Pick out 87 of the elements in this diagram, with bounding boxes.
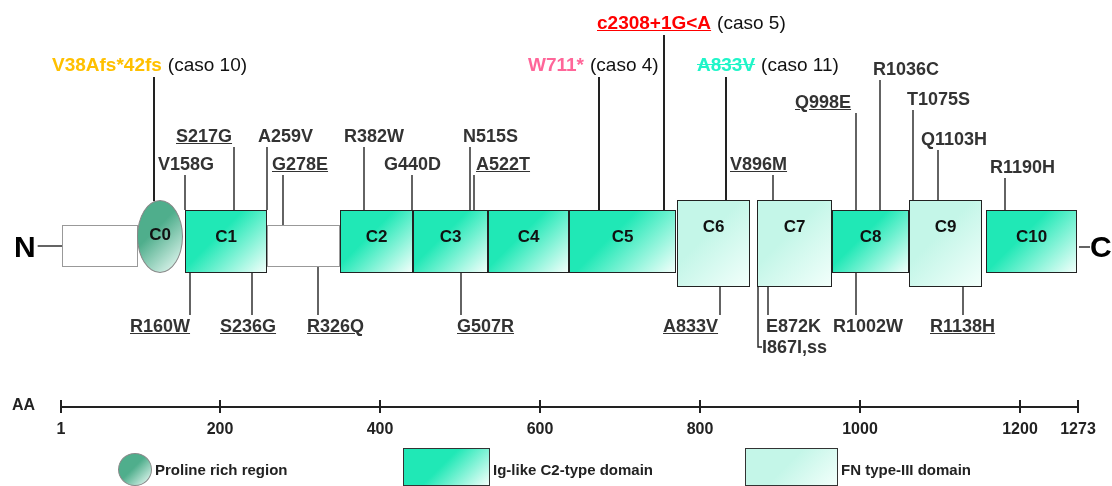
protein-backbone-bar (267, 225, 340, 267)
mutation-label: A833V (663, 316, 719, 336)
leader-line (363, 146, 365, 211)
mutation-label: R326Q (307, 316, 365, 336)
ig-domain-box: C10 (986, 210, 1077, 273)
leader-line (725, 76, 727, 201)
mutation-label: R382W (344, 126, 405, 146)
case-label: (caso 4) (590, 54, 659, 76)
tick-label: 800 (686, 420, 714, 438)
leader-line (962, 286, 964, 316)
mutation-label: R1036C (873, 59, 940, 79)
mutation-label: R1190H (990, 157, 1056, 177)
leader-line (189, 272, 191, 316)
leader-line (719, 286, 721, 316)
mutation-label: R160W (130, 316, 191, 336)
mutation-label: V896M (730, 154, 788, 174)
tick-label: 400 (366, 420, 394, 438)
ig-domain-box: C8 (832, 210, 909, 273)
mutation-label: V158G (158, 154, 215, 174)
mutation-label: E872K (766, 316, 822, 336)
mutation-label: c2308+1G<A (597, 12, 712, 34)
terminus-label: N (14, 230, 36, 264)
tick-label: 1273 (1060, 420, 1096, 438)
leader-line (663, 34, 665, 211)
mutation-label: I867I,ss (762, 337, 828, 357)
case-label: (caso 11) (761, 54, 839, 76)
mutation-label: T1075S (907, 89, 971, 109)
fn-domain-box: C6 (677, 200, 750, 287)
protein-backbone-bar (62, 225, 138, 267)
mutation-label: W711* (528, 54, 584, 76)
legend-text: Proline rich region (155, 461, 288, 478)
legend-text: Ig-like C2-type domain (493, 461, 654, 478)
mutation-label: A522T (476, 154, 531, 174)
leader-line (282, 174, 284, 226)
tick-label: 1 (56, 420, 66, 438)
leader-line (184, 174, 186, 211)
ig-domain-box: C5 (569, 210, 676, 273)
ig-domain-box: C3 (413, 210, 488, 273)
mutation-label: V38Afs*42fs (52, 54, 162, 76)
leader-line (767, 286, 769, 316)
leader-line (757, 286, 763, 348)
leader-line (266, 146, 268, 211)
tick-label: 1200 (1002, 420, 1038, 438)
tick-label: 1000 (842, 420, 878, 438)
tick-label: 200 (206, 420, 234, 438)
fn-domain-box: C9 (909, 200, 982, 287)
leader-line (317, 266, 319, 316)
mutation-label: A259V (258, 126, 314, 146)
leader-line (251, 272, 253, 316)
mutation-label: G507R (457, 316, 515, 336)
axis-title: AA (12, 396, 36, 414)
mutation-label: A833V (697, 54, 756, 76)
terminus-label: C (1090, 230, 1112, 264)
proline-region-ellipse: C0 (137, 200, 183, 273)
fn-domain-box: C7 (757, 200, 832, 287)
legend-text: FN type-III domain (841, 461, 971, 478)
mutation-label: G278E (272, 154, 329, 174)
leader-line (233, 146, 235, 211)
leader-line (937, 149, 939, 201)
mutation-label: N515S (463, 126, 519, 146)
mutation-label: R1138H (930, 316, 996, 336)
leader-line (912, 109, 914, 201)
mutation-label: Q1103H (921, 129, 988, 149)
leader-line (153, 76, 155, 203)
case-label: (caso 5) (717, 12, 786, 34)
leader-line (469, 146, 471, 211)
ig-domain-box: C4 (488, 210, 569, 273)
tick-label: 600 (526, 420, 554, 438)
leader-line (855, 112, 857, 211)
leader-line (772, 174, 774, 201)
connector-line (36, 245, 63, 247)
mutation-label: S217G (176, 126, 233, 146)
leader-line (855, 272, 857, 316)
leader-line (1004, 177, 1006, 211)
leader-line (473, 174, 475, 211)
mutation-label: G440D (384, 154, 442, 174)
case-label: (caso 10) (167, 54, 248, 76)
leader-line (411, 174, 413, 211)
ig-domain-box: C1 (185, 210, 267, 273)
ig-domain-box: C2 (340, 210, 413, 273)
leader-line (879, 79, 881, 211)
leader-line (460, 272, 462, 316)
mutation-label: R1002W (833, 316, 904, 336)
leader-line (598, 76, 600, 211)
connector-line (1078, 246, 1091, 248)
mutation-label: S236G (220, 316, 277, 336)
mutation-label: Q998E (795, 92, 852, 112)
